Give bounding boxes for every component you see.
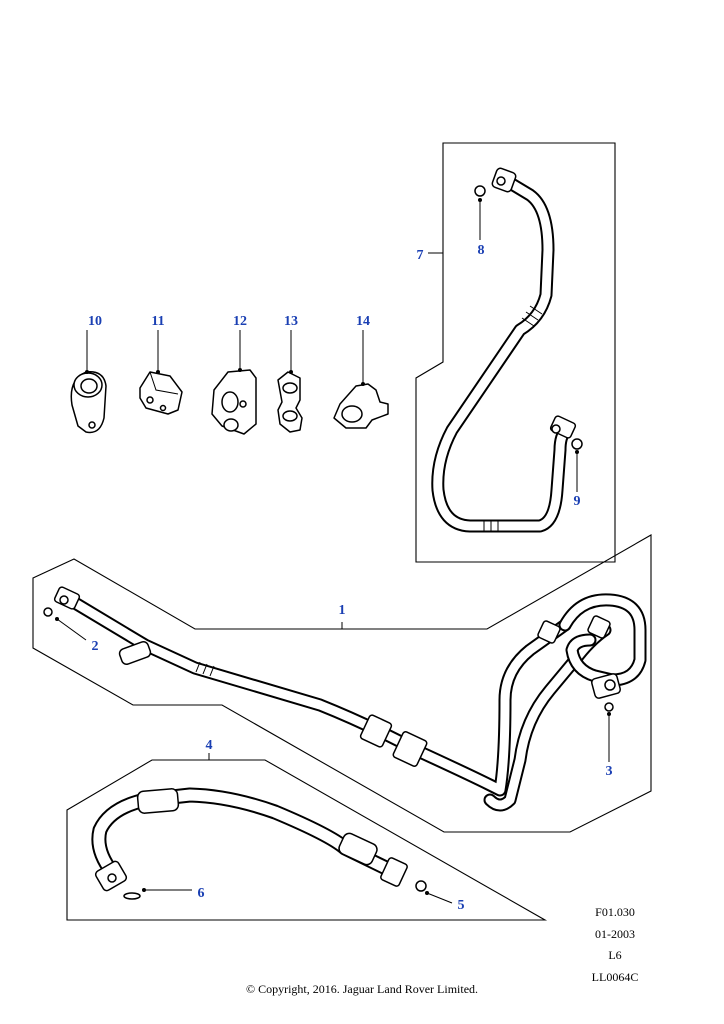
callout-14: 14 (356, 314, 370, 329)
figure-number: F01.030 (595, 905, 635, 919)
pipe-assembly-7 (431, 167, 577, 533)
callout-10: 10 (88, 314, 102, 329)
frame-group-7 (415, 142, 616, 563)
o-ring-8 (474, 185, 486, 197)
callout-7: 7 (417, 248, 424, 263)
clip-part-14 (333, 383, 389, 429)
callout-9: 9 (574, 494, 581, 509)
o-ring-9 (571, 438, 583, 450)
callout-12: 12 (233, 314, 247, 329)
clip-part-13 (277, 371, 303, 433)
callout-13: 13 (284, 314, 298, 329)
figure-date: 01-2003 (595, 926, 635, 941)
clip-part-12 (211, 369, 257, 435)
callout-4: 4 (206, 738, 213, 753)
callout-11: 11 (151, 314, 164, 329)
pipe-assembly-1 (53, 586, 647, 812)
illustration-code: LL0064C (591, 969, 639, 984)
callout-5: 5 (458, 898, 465, 913)
engine-code: L6 (608, 948, 622, 962)
frame-group-4 (66, 759, 548, 921)
callout-2: 2 (92, 639, 99, 654)
illustration-reference: F01.030 01-2003 L6 LL0064C (580, 902, 650, 988)
clip-part-11 (139, 371, 183, 415)
pipe-assembly-4 (91, 787, 427, 900)
frame-group-1 (32, 534, 652, 833)
callout-1: 1 (339, 603, 346, 618)
callout-3: 3 (606, 764, 613, 779)
o-ring-2 (43, 607, 53, 617)
leader-lines (55, 198, 611, 904)
clip-part-10 (70, 371, 107, 434)
callout-6: 6 (198, 886, 205, 901)
copyright-notice: © Copyright, 2016. Jaguar Land Rover Lim… (245, 982, 479, 996)
o-ring-3 (604, 702, 614, 712)
callout-8: 8 (478, 243, 485, 258)
